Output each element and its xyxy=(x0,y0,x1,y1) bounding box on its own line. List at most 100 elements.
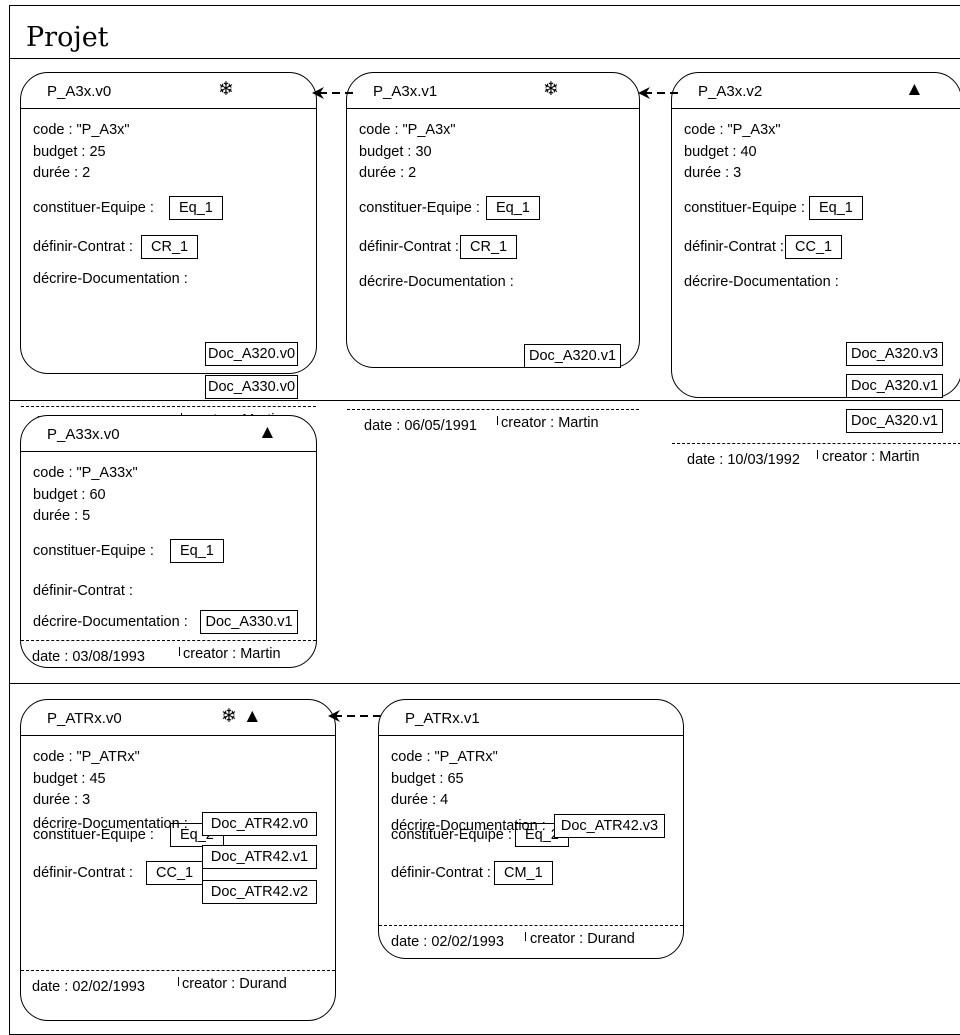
card-header: P_A33x.v0▲ xyxy=(21,416,316,452)
equipe-field-label: constituer-Equipe : xyxy=(359,200,480,216)
budget-field: budget : 65 xyxy=(391,771,464,787)
contrat-field-label: définir-Contrat : xyxy=(684,239,784,255)
documentation-ref: Doc_A320.v1 xyxy=(846,409,943,433)
code-value: "P_A3x" xyxy=(76,122,130,138)
date-label: date : xyxy=(364,418,405,434)
duree-field-label: durée : xyxy=(33,792,83,808)
card-footer xyxy=(21,640,316,641)
contrat-field-label: définir-Contrat : xyxy=(33,239,133,255)
documentation-field-label: décrire-Documentation : xyxy=(33,816,188,832)
date-label: date : xyxy=(32,979,73,995)
card-footer xyxy=(21,970,335,971)
documentation-ref: Doc_A320.v0 xyxy=(205,342,298,366)
duree-value: 5 xyxy=(82,508,91,524)
equipe-ref: Eq_1 xyxy=(170,539,224,563)
diagram-title: Projet xyxy=(26,22,109,53)
date-label: date : xyxy=(687,452,728,468)
contrat-field: définir-Contrat : xyxy=(33,583,133,599)
code-value: "P_ATRx" xyxy=(76,749,140,765)
budget-value: 25 xyxy=(89,144,106,160)
code-field: code : "P_A3x" xyxy=(359,122,456,138)
snowflake-icon: ❄ xyxy=(543,79,559,100)
budget-field-label: budget : xyxy=(359,144,416,160)
footer-separator xyxy=(817,450,818,459)
documentation-field: décrire-Documentation : xyxy=(33,271,188,287)
equipe-field-label: constituer-Equipe : xyxy=(33,827,154,843)
code-value: "P_A3x" xyxy=(727,122,781,138)
equipe-ref: Eq_1 xyxy=(809,196,863,220)
contrat-field-label: définir-Contrat : xyxy=(33,583,133,599)
card-header: P_ATRx.v1 xyxy=(379,700,683,736)
contrat-field-label: définir-Contrat : xyxy=(391,865,491,881)
budget-field-label: budget : xyxy=(391,771,448,787)
contrat-field: définir-Contrat : xyxy=(391,865,491,881)
equipe-field: constituer-Equipe : xyxy=(359,200,480,216)
contrat-field: définir-Contrat : xyxy=(33,865,133,881)
equipe-ref: Eq_1 xyxy=(486,196,540,220)
card-header: P_A3x.v2 ▲ xyxy=(672,73,960,109)
creator-value: Martin xyxy=(879,449,920,465)
creator-field: creator : Durand xyxy=(182,976,287,992)
documentation-field-label: décrire-Documentation : xyxy=(391,818,546,834)
code-field-label: code : xyxy=(33,465,77,481)
documentation-field-label: décrire-Documentation : xyxy=(359,274,514,290)
row-divider xyxy=(9,683,960,684)
date-field: date : 10/03/1992 xyxy=(687,452,800,468)
card-footer xyxy=(347,409,639,410)
creator-label: creator : xyxy=(822,449,880,465)
code-field-label: code : xyxy=(33,749,77,765)
documentation-field: décrire-Documentation : xyxy=(33,816,188,832)
snowflake-icon: ❄ xyxy=(218,79,234,100)
version-name: P_ATRx.v1 xyxy=(405,710,480,727)
date-value: 06/05/1991 xyxy=(404,418,477,434)
equipe-field-label: constituer-Equipe : xyxy=(33,200,154,216)
date-field: date : 02/02/1993 xyxy=(32,979,145,995)
card-footer xyxy=(672,443,960,444)
card-header: P_A3x.v1 ❄ xyxy=(347,73,639,109)
code-field: code : "P_A3x" xyxy=(684,122,781,138)
contrat-ref: CM_1 xyxy=(494,861,553,885)
version-name: P_A3x.v2 xyxy=(698,83,763,100)
code-field-label: code : xyxy=(33,122,77,138)
creator-label: creator : xyxy=(530,931,588,947)
version-name: P_A3x.v0 xyxy=(47,83,112,100)
code-field-label: code : xyxy=(684,122,728,138)
date-value: 02/02/1993 xyxy=(72,979,145,995)
version-name: P_ATRx.v0 xyxy=(47,710,122,727)
documentation-ref: Doc_ATR42.v0 xyxy=(202,812,317,836)
creator-field: creator : Martin xyxy=(822,449,920,465)
budget-value: 40 xyxy=(740,144,757,160)
duree-value: 3 xyxy=(733,165,742,181)
card-header: P_A3x.v0 ❄ xyxy=(21,73,316,109)
budget-field: budget : 40 xyxy=(684,144,757,160)
creator-label: creator : xyxy=(501,415,559,431)
budget-value: 65 xyxy=(447,771,464,787)
version-name: P_A3x.v1 xyxy=(373,83,438,100)
version-name: P_A33x.v0 xyxy=(47,426,120,443)
row-divider xyxy=(9,58,960,59)
triangle-icon: ▲ xyxy=(905,79,924,100)
equipe-field: constituer-Equipe : xyxy=(684,200,805,216)
creator-field: creator : Martin xyxy=(183,646,281,662)
code-field-label: code : xyxy=(359,122,403,138)
documentation-ref: Doc_A320.v3 xyxy=(846,342,943,366)
duree-field-label: durée : xyxy=(33,508,83,524)
row-divider xyxy=(9,400,960,401)
equipe-field-label: constituer-Equipe : xyxy=(391,827,512,843)
date-label: date : xyxy=(32,649,73,665)
date-field: date : 03/08/1993 xyxy=(32,649,145,665)
budget-field-label: budget : xyxy=(684,144,741,160)
code-field-label: code : xyxy=(391,749,435,765)
budget-field-label: budget : xyxy=(33,144,90,160)
creator-label: creator : xyxy=(182,976,240,992)
date-field: date : 06/05/1991 xyxy=(364,418,477,434)
equipe-field-label: constituer-Equipe : xyxy=(684,200,805,216)
duree-field-label: durée : xyxy=(391,792,441,808)
budget-value: 60 xyxy=(89,487,106,503)
equipe-field: constituer-Equipe : xyxy=(33,827,154,843)
duree-field-label: durée : xyxy=(359,165,409,181)
duree-value: 4 xyxy=(440,792,449,808)
